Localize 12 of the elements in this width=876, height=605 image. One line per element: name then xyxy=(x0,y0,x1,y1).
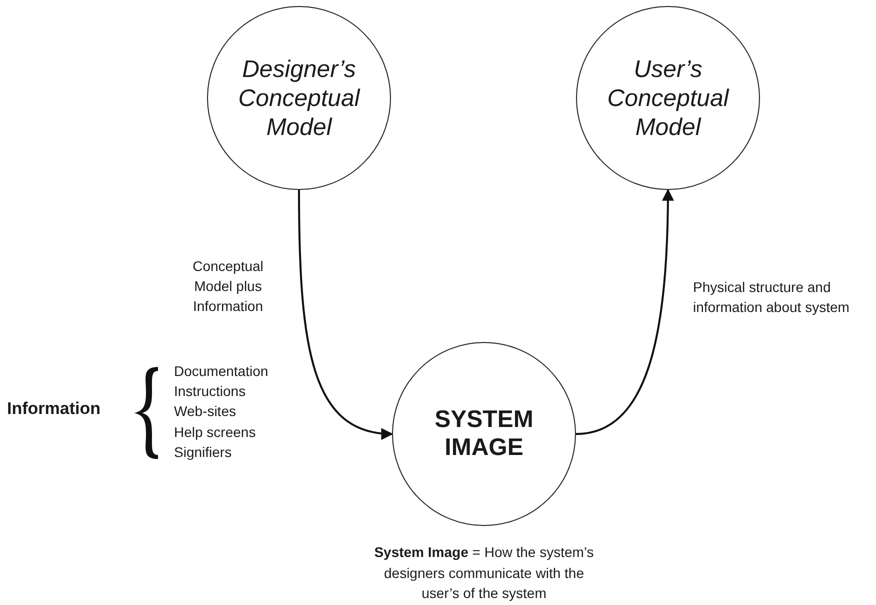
curved-arrow xyxy=(576,188,674,435)
list-item: Instructions xyxy=(174,382,246,401)
node-label: System Image = How the system’s designers communicate with the user’s of the system xyxy=(373,543,595,603)
list-item: Help screens xyxy=(174,423,256,442)
group-heading: Information xyxy=(7,399,100,419)
node-label: User’s Conceptual Model xyxy=(606,54,730,142)
list-item: Signifiers xyxy=(174,443,232,462)
node-label: Designer’s Conceptual Model xyxy=(237,54,362,142)
node-label: SYSTEM IMAGE xyxy=(434,406,534,462)
curved-arrow xyxy=(298,190,394,439)
list-item: Documentation xyxy=(174,362,268,381)
list-item: Web-sites xyxy=(174,402,236,421)
